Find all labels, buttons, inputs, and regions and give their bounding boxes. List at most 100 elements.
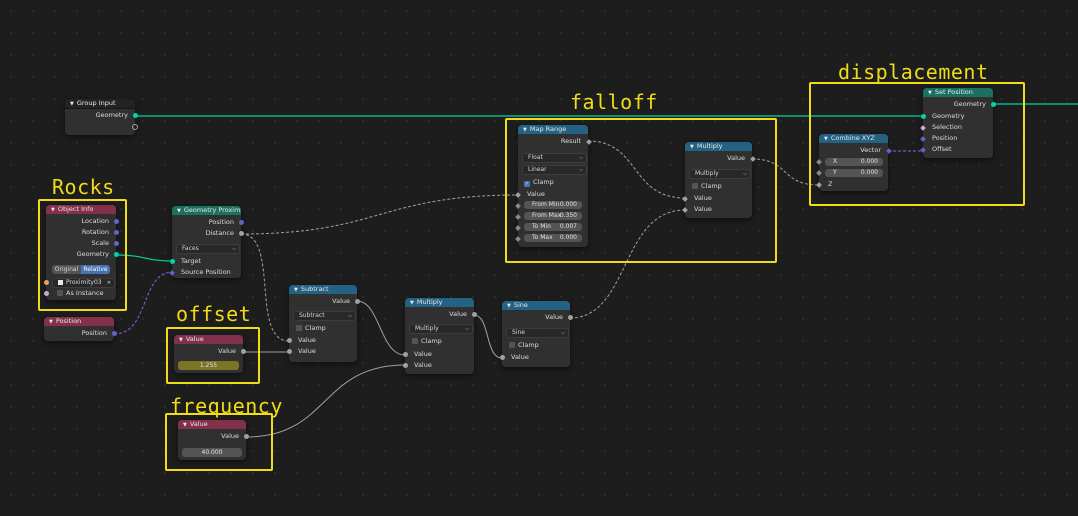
object-info-header[interactable]: ▼Object Info: [46, 205, 116, 214]
link-distance-subtract: [240, 233, 290, 342]
relative-toggle[interactable]: Relative: [81, 265, 110, 274]
object-input-socket-icon[interactable]: [43, 280, 49, 285]
socket-icon[interactable]: [113, 252, 119, 257]
multiply-top-node[interactable]: ▼Multiply Value Multiply⌵ Clamp Value Va…: [681, 142, 756, 218]
value-field[interactable]: 40.000: [182, 448, 242, 457]
socket-icon[interactable]: [499, 355, 505, 360]
value-input-1: Value: [681, 194, 752, 203]
value-header[interactable]: ▼Value: [178, 420, 246, 429]
socket-icon[interactable]: [243, 434, 249, 439]
clamp-checkbox[interactable]: Clamp: [287, 324, 357, 333]
collapse-chevron-icon[interactable]: ▼: [183, 422, 187, 428]
value-offset-node[interactable]: ▼Value Value 1.255: [174, 335, 246, 373]
socket-icon[interactable]: [238, 220, 244, 225]
operation-dropdown[interactable]: Multiply⌵: [409, 324, 473, 334]
multiply-header[interactable]: ▼Multiply: [685, 142, 752, 151]
collapse-chevron-icon[interactable]: ▼: [49, 319, 53, 325]
target-input: Target: [169, 257, 241, 266]
collapse-chevron-icon[interactable]: ▼: [824, 136, 828, 142]
operation-dropdown[interactable]: Sine⌵: [506, 328, 569, 338]
clamp-checkbox[interactable]: Clamp: [683, 182, 752, 191]
group-input-node[interactable]: ▼Group Input Geometry: [65, 99, 138, 135]
empty-socket-icon[interactable]: [131, 124, 138, 130]
geometry-output: Geometry: [923, 100, 996, 109]
collapse-chevron-icon[interactable]: ▼: [179, 337, 183, 343]
socket-icon[interactable]: [111, 331, 117, 336]
socket-icon[interactable]: [402, 363, 408, 368]
position-header[interactable]: ▼Position: [44, 317, 114, 326]
as-instance-checkbox[interactable]: As Instance: [48, 289, 116, 298]
subtract-header[interactable]: ▼Subtract: [289, 285, 357, 294]
clear-icon[interactable]: ✕: [106, 280, 111, 286]
set-position-node[interactable]: ▼Set Position Geometry Geometry Selectio…: [919, 88, 996, 158]
operation-dropdown[interactable]: Multiply⌵: [689, 169, 751, 179]
subtract-node[interactable]: ▼Subtract Value Subtract⌵ Clamp Value Va…: [286, 285, 360, 362]
mode-dropdown[interactable]: Faces⌵: [176, 244, 240, 254]
as-instance-socket-icon[interactable]: [43, 291, 49, 296]
socket-icon[interactable]: [354, 299, 360, 304]
socket-icon[interactable]: [113, 230, 119, 235]
sine-header[interactable]: ▼Sine: [502, 301, 570, 310]
combine-xyz-header[interactable]: ▼Combine XYZ: [819, 134, 888, 143]
object-selector[interactable]: Proximity03✕: [52, 278, 115, 288]
socket-icon[interactable]: [920, 114, 926, 119]
multiply-mid-node[interactable]: ▼Multiply Value Multiply⌵ Clamp Value Va…: [402, 298, 477, 374]
socket-icon[interactable]: [990, 102, 996, 107]
value-input-2: Value: [286, 347, 357, 356]
interpolation-dropdown[interactable]: Linear⌵: [522, 165, 587, 175]
socket-icon[interactable]: [169, 259, 175, 264]
value-header[interactable]: ▼Value: [174, 335, 243, 344]
clamp-checkbox[interactable]: ✓Clamp: [524, 178, 554, 187]
position-node[interactable]: ▼Position Position: [44, 317, 117, 341]
set-position-header[interactable]: ▼Set Position: [923, 88, 993, 97]
socket-icon[interactable]: [238, 231, 244, 236]
source-position-input: Source Position: [168, 268, 241, 277]
map-range-header[interactable]: ▼Map Range: [518, 125, 588, 134]
map-range-node[interactable]: ▼Map Range Result Float⌵ Linear⌵ ✓Clamp …: [514, 125, 592, 247]
group-input-header[interactable]: ▼Group Input: [65, 99, 135, 109]
sine-node[interactable]: ▼Sine Value Sine⌵ Clamp Value: [499, 301, 573, 367]
socket-icon[interactable]: [402, 352, 408, 357]
socket-icon[interactable]: [286, 338, 292, 343]
value-field[interactable]: 1.255: [178, 361, 239, 370]
group-input-empty-output: [65, 122, 138, 131]
collapse-chevron-icon[interactable]: ▼: [70, 101, 74, 107]
socket-icon[interactable]: [113, 219, 119, 224]
operation-dropdown[interactable]: Subtract⌵: [293, 311, 356, 321]
chevron-down-icon: ⌵: [348, 313, 352, 319]
multiply-header[interactable]: ▼Multiply: [405, 298, 474, 307]
collapse-chevron-icon[interactable]: ▼: [177, 208, 181, 214]
collapse-chevron-icon[interactable]: ▼: [523, 127, 527, 133]
collapse-chevron-icon[interactable]: ▼: [928, 90, 932, 96]
socket-icon[interactable]: [567, 315, 573, 320]
collapse-chevron-icon[interactable]: ▼: [507, 303, 511, 309]
collapse-chevron-icon[interactable]: ▼: [690, 144, 694, 150]
value-frequency-node[interactable]: ▼Value Value 40.000: [178, 420, 249, 460]
socket-icon[interactable]: [132, 113, 138, 118]
clamp-checkbox[interactable]: Clamp: [500, 341, 570, 350]
clamp-checkbox[interactable]: Clamp: [403, 337, 474, 346]
object-info-node[interactable]: ▼Object Info Location Rotation Scale Geo…: [43, 205, 119, 300]
original-toggle[interactable]: Original: [52, 265, 81, 274]
geometry-proximity-node[interactable]: ▼Geometry Proximity Position Distance Fa…: [168, 206, 244, 278]
geometry-proximity-header[interactable]: ▼Geometry Proximity: [172, 206, 241, 215]
distance-output: Distance: [172, 229, 244, 238]
link-distance-maprange: [240, 194, 519, 235]
socket-icon[interactable]: [286, 349, 292, 354]
socket-icon[interactable]: [240, 349, 246, 354]
collapse-chevron-icon[interactable]: ▼: [410, 300, 414, 306]
collapse-chevron-icon[interactable]: ▼: [294, 287, 298, 293]
socket-icon[interactable]: [113, 241, 119, 246]
socket-icon[interactable]: [471, 312, 477, 317]
data-type-dropdown[interactable]: Float⌵: [522, 153, 587, 163]
location-output: Location: [46, 217, 119, 226]
rotation-output: Rotation: [46, 228, 119, 237]
collapse-chevron-icon[interactable]: ▼: [51, 207, 55, 213]
